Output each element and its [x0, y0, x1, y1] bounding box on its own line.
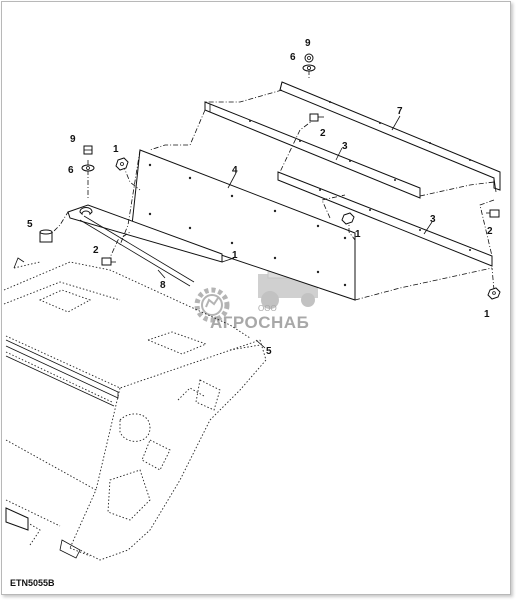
- figure-frame: [1, 1, 511, 595]
- callout-6-left: 6: [68, 165, 74, 176]
- angle-strip-7: [279, 81, 501, 193]
- callout-6-top: 6: [290, 52, 296, 63]
- callout-2-left: 2: [93, 245, 99, 256]
- nut-1-mid: [341, 212, 355, 225]
- nut-6-top: [302, 64, 316, 72]
- assembly-leader-lines: [46, 70, 495, 301]
- machine-frame-solid: [5, 257, 119, 559]
- callout-2-right: 2: [487, 226, 493, 237]
- callout-9-top: 9: [305, 38, 311, 49]
- bracket-8: [67, 204, 223, 287]
- callout-7: 7: [397, 106, 403, 117]
- nut-6-left: [81, 164, 95, 172]
- bolt-2-top: [309, 113, 324, 122]
- strip-3-upper: [204, 101, 421, 199]
- callout-1-center: 1: [232, 250, 238, 261]
- panel-4: [131, 149, 356, 301]
- callout-1-mid: 1: [355, 229, 361, 240]
- watermark-prefix: ООО: [258, 304, 277, 313]
- washer-9-left: [83, 145, 93, 155]
- callout-9-left: 9: [70, 134, 76, 145]
- callout-8: 8: [160, 280, 166, 291]
- bolt-2-right: [486, 209, 500, 218]
- callout-5-left: 5: [27, 219, 33, 230]
- watermark-name: АГРОСНАБ: [210, 313, 309, 332]
- callout-4: 4: [232, 165, 238, 176]
- gear-logo-icon: [194, 287, 230, 323]
- callout-leaders: [157, 115, 433, 349]
- callout-3-right: 3: [430, 214, 436, 225]
- figure-code: ETN5055B: [10, 578, 55, 588]
- callout-1-left: 1: [113, 144, 119, 155]
- machine-frame-phantom: [3, 261, 267, 561]
- callout-1-right: 1: [484, 309, 490, 320]
- strip-3-lower: [277, 171, 493, 267]
- nut-1-left: [115, 157, 129, 171]
- callout-5-frame: 5: [266, 346, 272, 357]
- nut-1-right: [487, 287, 501, 300]
- bolt-2-left: [101, 257, 116, 266]
- fitting-5-left: [39, 229, 53, 243]
- callout-3-top: 3: [342, 141, 348, 152]
- callout-2-top: 2: [320, 128, 326, 139]
- callouts: 9 6 7 2 3 9 1 6 4 5 1 3 2 2 1 8 1 5: [27, 38, 493, 357]
- washer-9-top: [304, 53, 314, 63]
